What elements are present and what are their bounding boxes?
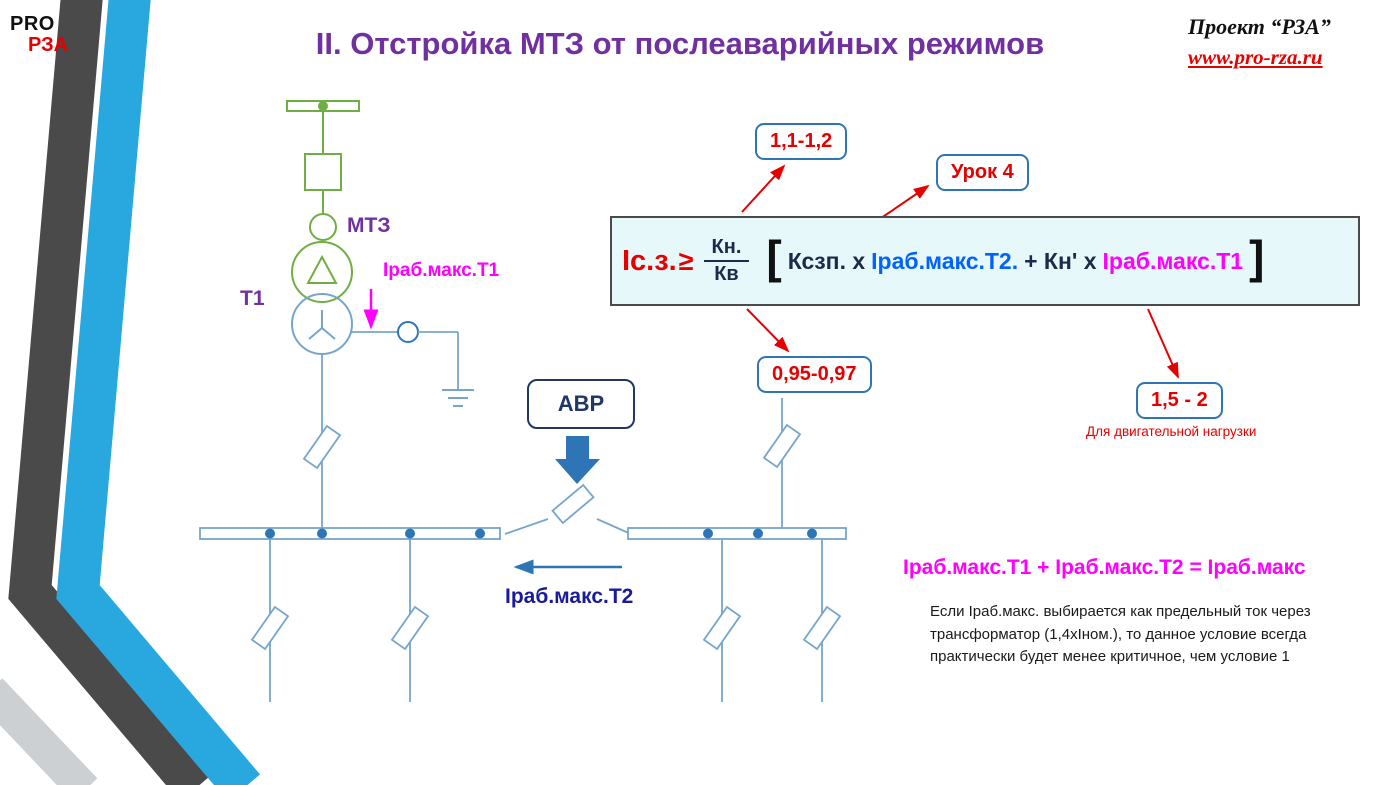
transformer-icon (291, 241, 353, 355)
ge-sign: ≥ (678, 245, 694, 276)
avr-down-arrow-icon (555, 436, 600, 484)
bracket-close: ] (1249, 231, 1265, 284)
busbar-left (199, 527, 501, 540)
header-right: Проект “РЗА” www.pro-rza.ru (1188, 14, 1331, 70)
avr-box: АВР (527, 379, 635, 429)
explanation-note: Если Iраб.макс. выбирается как предельны… (930, 603, 1311, 665)
breaker-icon (551, 483, 595, 525)
bus-dots-left (265, 528, 485, 539)
switch-box-icon (304, 153, 342, 191)
breaker-icon (802, 605, 842, 651)
wye-winding-icon (308, 310, 336, 340)
arrow-to-kn-prime-value (1147, 308, 1179, 379)
left-feeders (269, 539, 411, 702)
sum-equation: Iраб.макс.Т1 + Iраб.макс.Т2 = Iраб.макс (903, 556, 1306, 579)
kn-prime-note: Для двигательной нагрузки (1086, 424, 1257, 439)
logo-rza: РЗА (28, 34, 69, 56)
page-title: II. Отстройка МТЗ от послеаварийных режи… (315, 26, 1045, 61)
callout-kn-prime-value: 1,5 - 2 (1136, 382, 1223, 419)
busbar-right (627, 527, 847, 540)
mtz-label: МТЗ (347, 214, 391, 237)
breaker-icon (390, 605, 430, 651)
bracket-open: [ (766, 231, 782, 284)
ct-icon (397, 321, 419, 343)
project-name: Проект “РЗА” (1188, 14, 1331, 39)
avr-label: АВР (557, 391, 605, 416)
breaker-icon (702, 605, 742, 651)
site-url-link[interactable]: www.pro-rza.ru (1188, 45, 1323, 69)
arrow-to-kv-value (746, 308, 790, 353)
bus-dots-right (703, 528, 817, 539)
irab-maks-t2-label: Iраб.макс.Т2 (505, 585, 634, 608)
t1-label: Т1 (240, 287, 265, 310)
term-irab-maks-t2: Iраб.макс.Т2. (871, 247, 1019, 274)
neutral-ground-branch (351, 321, 474, 407)
callout-kv-value: 0,95-0,97 (757, 356, 872, 393)
formula-box: Iс.з. ≥ Кн. Кв [ Ксзп. x Iраб.макс.Т2. +… (610, 216, 1360, 306)
supply-section (286, 100, 360, 241)
ground-icon (442, 389, 474, 407)
breaker-icon (762, 423, 802, 469)
logo-pro: PRO (10, 13, 55, 35)
formula-fraction: Кн. Кв (703, 236, 750, 286)
arrow-to-kn-value (741, 164, 786, 213)
formula-lhs: Iс.з. (622, 244, 677, 277)
logo: PRO РЗА (10, 14, 68, 56)
term-kn-prime: + Кн' x (1024, 247, 1097, 274)
one-line-diagram (199, 100, 847, 702)
delta-winding-icon (306, 254, 338, 284)
breaker-icon (250, 605, 290, 651)
mtz-relay-icon (309, 213, 337, 241)
irab-maks-t1-label: Iраб.макс.Т1 (383, 260, 500, 281)
fraction-denominator: Кв (714, 263, 739, 285)
breaker-icon (302, 424, 342, 470)
callout-lesson: Урок 4 (936, 154, 1029, 191)
fraction-numerator: Кн. (703, 236, 750, 262)
source-dot (318, 101, 328, 111)
term-kszp: Ксзп. x (787, 247, 866, 274)
bus-tie-switch (504, 483, 632, 535)
callout-kn-value: 1,1-1,2 (755, 123, 848, 160)
term-irab-maks-t1: Iраб.макс.Т1 (1102, 247, 1244, 274)
decor-stripes (0, 0, 261, 785)
